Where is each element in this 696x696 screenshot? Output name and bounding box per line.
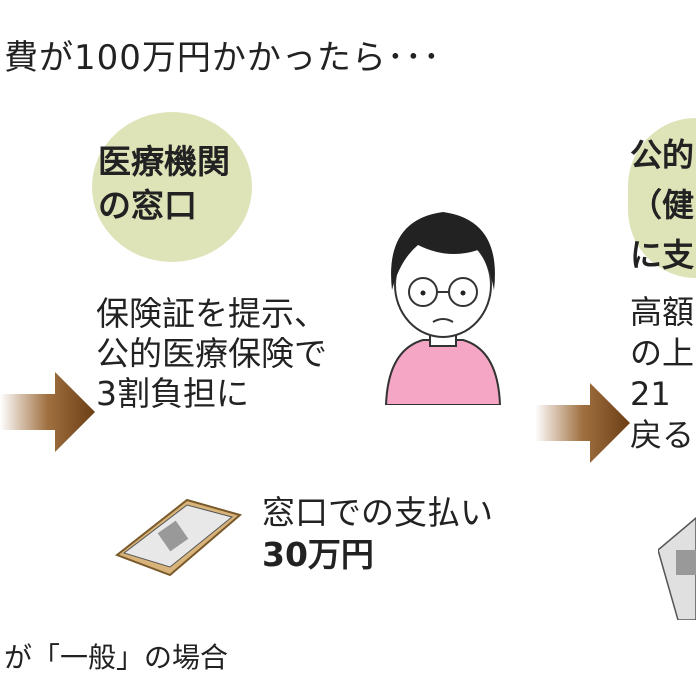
description-line: 戻る — [630, 416, 695, 454]
page-title: 費が100万円かかったら･･･ — [4, 38, 441, 78]
step2-heading: 公的 （健 に支 — [630, 130, 694, 280]
payment-amount: 30万円 — [262, 535, 374, 574]
step2-description: 高額 の上 21 戻る — [630, 292, 694, 456]
description-line: 保険証を提示、 — [96, 294, 327, 333]
step1-heading: 医療機関 の窓口 — [98, 140, 230, 228]
banknotes-icon — [114, 498, 242, 577]
heading-line: 公的 — [630, 136, 695, 174]
description-line: 高額 — [630, 293, 695, 331]
step1-description: 保険証を提示、 公的医療保険で 3割負担に — [96, 294, 327, 414]
worried-person-illustration — [384, 212, 502, 405]
description-line: 21 — [630, 375, 671, 413]
footnote: が「一般」の場合 — [4, 641, 229, 674]
banknotes-icon — [658, 517, 696, 620]
payment-label: 窓口での支払い — [262, 493, 493, 532]
heading-line: （健 — [630, 186, 695, 224]
heading-line: 医療機関 — [98, 142, 230, 181]
arrow-right-icon — [0, 372, 95, 452]
arrow-right-icon — [535, 383, 630, 463]
description-line: の上 — [630, 334, 695, 372]
heading-line: に支 — [630, 236, 695, 274]
description-line: 3割負担に — [96, 374, 249, 413]
step1-payment: 窓口での支払い 30万円 — [262, 492, 493, 576]
heading-line: の窓口 — [98, 186, 197, 225]
heading-bubble — [92, 112, 252, 262]
description-line: 公的医療保険で — [96, 334, 327, 373]
